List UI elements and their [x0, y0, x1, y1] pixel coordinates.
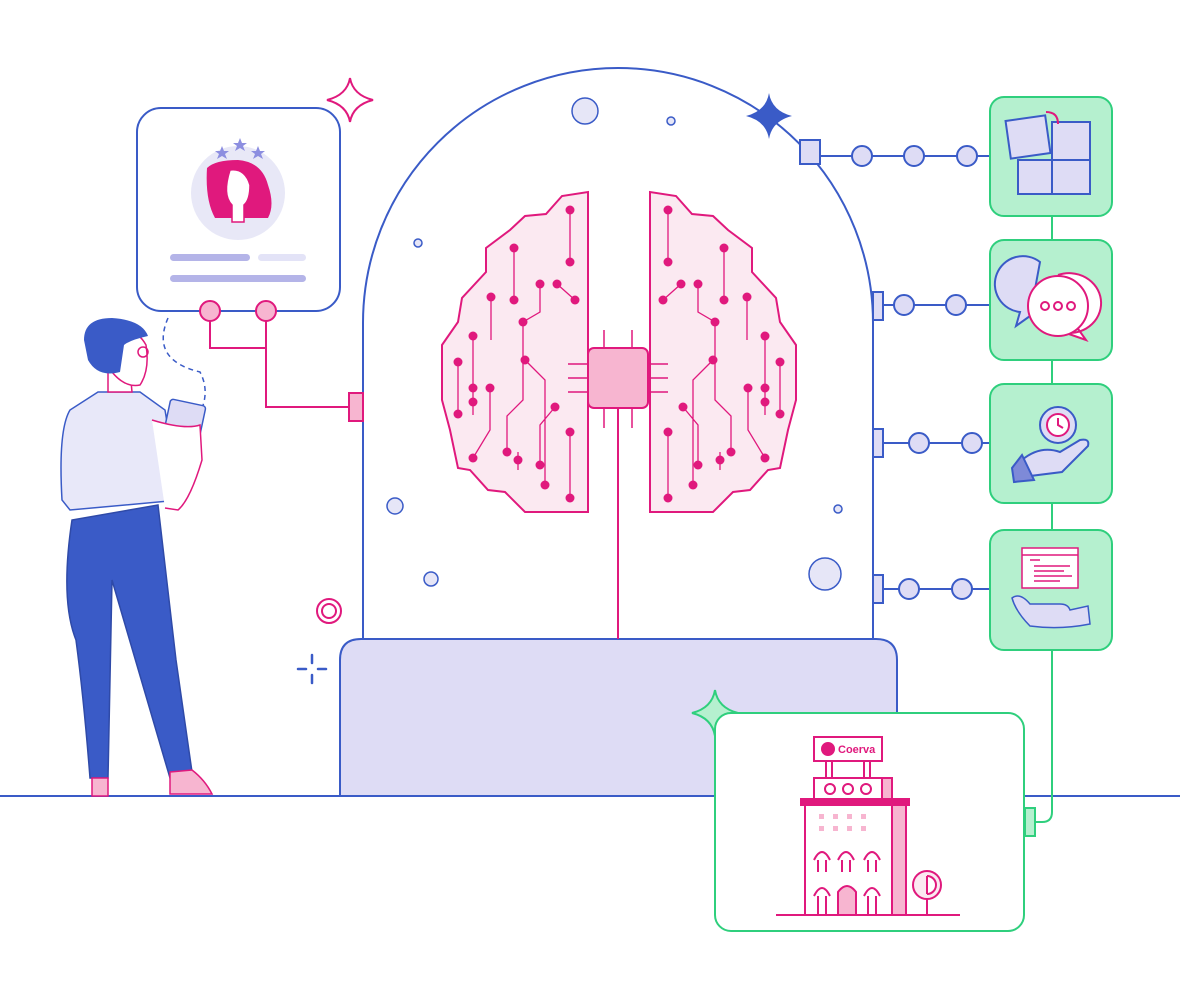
- sparkle-icon: [746, 93, 792, 139]
- brain-circuit-icon: [441, 190, 797, 639]
- user-profile-card: [136, 107, 364, 422]
- brain-right-lobe: [649, 190, 797, 513]
- ring-icon: [316, 598, 342, 624]
- card-time: [989, 383, 1113, 504]
- hand-code-window-icon: [1011, 547, 1091, 629]
- puzzle-icon: [1004, 111, 1091, 195]
- glass-dome: [362, 67, 874, 639]
- sparkle-icon: [326, 77, 374, 123]
- dome-connectors: [799, 139, 990, 604]
- hand-clock-icon: [1010, 406, 1090, 484]
- plus-sparkle-icon: [296, 653, 328, 685]
- green-connector-line: [1035, 216, 1053, 823]
- brain-left-lobe: [441, 190, 589, 513]
- bubbles: [386, 97, 843, 591]
- company-logo-text: Coerva: [838, 744, 876, 756]
- chip-icon: [568, 330, 668, 639]
- person-with-tablet: [60, 317, 214, 797]
- building-icon: Coerva: [776, 736, 960, 916]
- card-puzzle: [989, 96, 1113, 217]
- chat-bubbles-icon: [993, 255, 1103, 342]
- card-code: [989, 529, 1113, 651]
- connector-port: [1024, 807, 1036, 837]
- company-card: Coerva: [714, 712, 1025, 932]
- rating-stars-icon: [215, 138, 265, 159]
- card-chat: [989, 239, 1113, 361]
